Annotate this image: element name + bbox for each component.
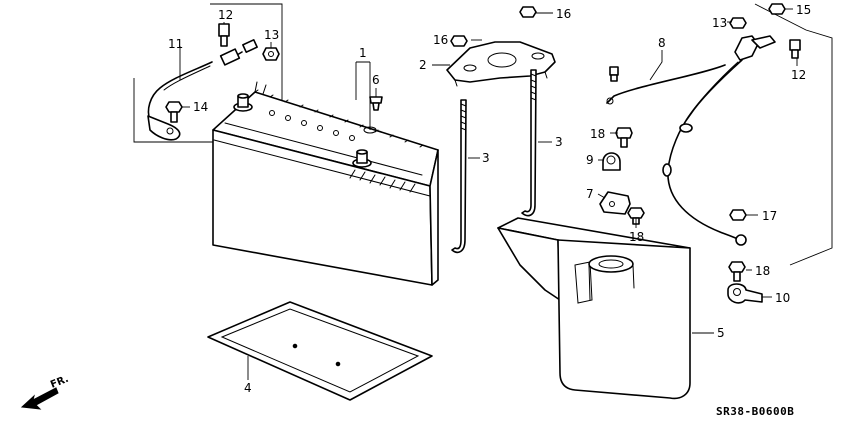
callout-17: 17	[762, 209, 777, 223]
callout-9: 9	[586, 153, 594, 167]
callout-4: 4	[244, 381, 252, 395]
callout-12-left: 12	[218, 8, 233, 22]
vent-plug	[369, 96, 383, 111]
front-arrow-icon	[20, 387, 59, 410]
callout-18-middle: 18	[629, 230, 644, 244]
bolt-18-upper	[615, 127, 633, 148]
front-direction-indicator: FR.	[20, 374, 70, 410]
callout-2: 2	[419, 58, 427, 72]
bolt-14	[165, 101, 183, 123]
callout-1: 1	[359, 46, 367, 60]
battery-hold-bolt-left	[451, 99, 467, 254]
drawing-code: SR38-B0600B	[716, 405, 794, 418]
callout-numbers: 1 2 3 3 4 5 6 7 8 9 10 11 12 12 13 13 14…	[168, 3, 811, 395]
battery-box	[497, 217, 691, 400]
callout-3-right: 3	[555, 135, 563, 149]
callout-7: 7	[586, 187, 594, 201]
callout-13-right: 13	[712, 16, 727, 30]
callout-16-top: 16	[556, 7, 571, 21]
callout-14: 14	[193, 100, 208, 114]
battery-terminal-negative	[352, 149, 372, 168]
battery-hold-bolt-right	[521, 69, 537, 217]
battery	[212, 81, 439, 286]
battery-setting-plate	[446, 41, 556, 87]
callout-11: 11	[168, 37, 183, 51]
callout-15: 15	[796, 3, 811, 17]
cable-stay-7	[599, 191, 631, 215]
callout-12-right: 12	[791, 68, 806, 82]
nut-13-right	[729, 17, 747, 29]
callout-8: 8	[658, 36, 666, 50]
callout-6: 6	[372, 73, 380, 87]
bolt-12-left	[218, 23, 230, 47]
nut-17	[729, 209, 747, 221]
bolt-18-lower	[728, 261, 746, 282]
bolt-cable-8	[609, 66, 619, 82]
terminal-clip-10	[727, 283, 763, 304]
callout-10: 10	[775, 291, 790, 305]
bolt-12-right	[789, 39, 801, 59]
cable-clip-9	[602, 152, 621, 171]
nut-16-left	[450, 35, 468, 47]
front-label: FR.	[49, 374, 70, 391]
nut-15	[768, 3, 786, 15]
leader-lines	[179, 8, 798, 380]
callout-5: 5	[717, 326, 725, 340]
callout-16-left: 16	[433, 33, 448, 47]
battery-cable-8	[606, 35, 776, 246]
battery-terminal-positive	[233, 93, 253, 112]
nut-16-top	[519, 6, 537, 18]
nut-13-left	[262, 47, 280, 61]
battery-cable-11	[147, 39, 258, 141]
callout-18-lower: 18	[755, 264, 770, 278]
callout-18-upper: 18	[590, 127, 605, 141]
callout-3-left: 3	[482, 151, 490, 165]
battery-tray	[207, 301, 433, 401]
battery-vent-caps	[269, 110, 355, 141]
callout-13-left: 13	[264, 28, 279, 42]
cable-bracket-right	[754, 3, 833, 266]
